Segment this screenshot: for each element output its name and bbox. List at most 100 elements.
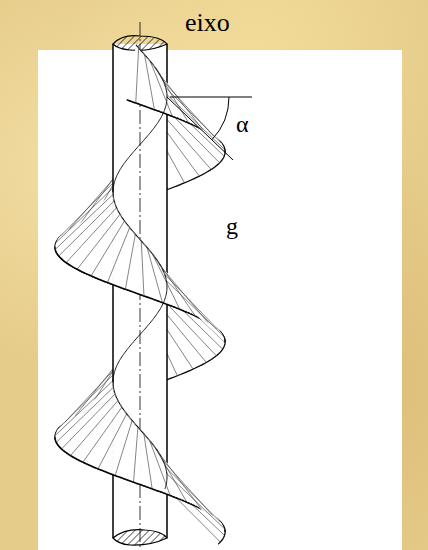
hidden-edge bbox=[161, 116, 163, 117]
hidden-edge bbox=[123, 164, 125, 165]
hidden-edge bbox=[115, 368, 116, 369]
inner-edge bbox=[119, 404, 121, 405]
hidden-edge bbox=[166, 99, 167, 100]
outer-edge bbox=[224, 531, 226, 532]
hidden-edge bbox=[113, 189, 114, 190]
inner-edge bbox=[146, 56, 147, 57]
hidden-edge bbox=[133, 341, 134, 342]
ruling-line bbox=[59, 201, 114, 256]
hidden-edge bbox=[157, 312, 159, 313]
ruling-line bbox=[166, 88, 221, 143]
inner-edge bbox=[154, 67, 156, 68]
hidden-edge bbox=[126, 159, 128, 160]
inner-edge bbox=[117, 211, 119, 212]
hidden-edge bbox=[165, 105, 166, 106]
hidden-edge bbox=[166, 482, 167, 483]
hidden-edge bbox=[138, 145, 139, 146]
hidden-edge bbox=[154, 316, 156, 317]
hidden-edge bbox=[135, 339, 136, 340]
hidden-edge bbox=[137, 147, 138, 148]
hidden-edge bbox=[150, 321, 152, 322]
hidden-edge bbox=[123, 353, 125, 354]
hidden-edge bbox=[113, 188, 114, 189]
hidden-edge bbox=[153, 127, 155, 128]
hidden-edge bbox=[118, 362, 120, 363]
hidden-edge bbox=[114, 179, 115, 180]
hidden-edge bbox=[145, 138, 146, 139]
ruling-line bbox=[136, 48, 139, 103]
hidden-edge bbox=[130, 155, 131, 156]
helicoid-front bbox=[55, 45, 233, 532]
hidden-edge bbox=[145, 328, 146, 329]
hidden-edge bbox=[113, 374, 114, 375]
hidden-edge bbox=[141, 332, 142, 333]
hidden-edge bbox=[126, 349, 128, 350]
hidden-edge bbox=[166, 479, 167, 480]
hidden-edge bbox=[118, 172, 120, 173]
hidden-edge bbox=[121, 166, 123, 167]
ruling-line bbox=[55, 194, 113, 249]
hidden-edge bbox=[165, 107, 166, 108]
hidden-edge bbox=[166, 288, 167, 289]
hidden-edge bbox=[139, 144, 140, 145]
hidden-edge bbox=[120, 357, 122, 358]
hidden-edge bbox=[151, 130, 153, 131]
hidden-edge bbox=[121, 356, 123, 357]
hidden-edge bbox=[164, 299, 165, 300]
hidden-edge bbox=[113, 183, 114, 184]
hidden-edge bbox=[148, 134, 149, 135]
inner-edge bbox=[156, 259, 158, 260]
hidden-edge bbox=[131, 344, 132, 345]
inner-edge bbox=[116, 397, 118, 398]
hidden-edge bbox=[165, 295, 166, 296]
hidden-edge bbox=[158, 311, 160, 312]
hidden-edge bbox=[134, 150, 135, 151]
hidden-edge bbox=[113, 379, 114, 380]
hidden-edge bbox=[165, 297, 166, 298]
hidden-edge bbox=[166, 293, 167, 294]
ruling-line bbox=[155, 68, 188, 123]
inner-edge bbox=[148, 58, 149, 59]
inner-edge bbox=[115, 206, 117, 207]
hidden-edge bbox=[114, 372, 115, 373]
ruling-line bbox=[167, 95, 225, 150]
hidden-edge bbox=[118, 361, 120, 362]
hidden-edge bbox=[148, 324, 149, 325]
hidden-edge bbox=[113, 380, 114, 381]
surface-strip bbox=[165, 275, 220, 331]
ruling-line bbox=[160, 75, 203, 130]
hidden-edge bbox=[151, 320, 153, 321]
hidden-edge bbox=[158, 120, 160, 121]
hidden-edge bbox=[147, 326, 148, 327]
hidden-edge bbox=[130, 345, 131, 346]
hidden-edge bbox=[150, 131, 152, 132]
ruling-line bbox=[66, 208, 116, 263]
hidden-edge bbox=[166, 480, 167, 481]
angle-marking bbox=[170, 97, 252, 140]
hidden-edge bbox=[163, 110, 164, 111]
inner-edge bbox=[149, 59, 150, 60]
hidden-edge bbox=[122, 165, 124, 166]
inner-edge bbox=[147, 57, 148, 58]
hidden-edge bbox=[165, 486, 166, 487]
inner-edge bbox=[144, 245, 145, 246]
hidden-edge bbox=[113, 184, 114, 185]
inner-edge bbox=[116, 398, 118, 399]
hidden-edge bbox=[116, 174, 118, 175]
hidden-edge bbox=[160, 307, 162, 308]
hidden-edge bbox=[161, 306, 163, 307]
hidden-edge bbox=[146, 137, 147, 138]
surface-strip bbox=[165, 466, 220, 522]
hidden-edge bbox=[160, 118, 162, 119]
ruling-line bbox=[155, 447, 187, 502]
hidden-edge bbox=[114, 370, 115, 371]
hidden-edge bbox=[113, 186, 114, 187]
hidden-edge bbox=[166, 292, 167, 293]
hidden-edge bbox=[166, 289, 167, 290]
hidden-edge bbox=[136, 338, 137, 339]
inner-edge bbox=[163, 271, 165, 272]
hidden-edge bbox=[113, 190, 114, 191]
generator-label: g bbox=[226, 214, 238, 238]
ruling-line bbox=[166, 467, 221, 522]
